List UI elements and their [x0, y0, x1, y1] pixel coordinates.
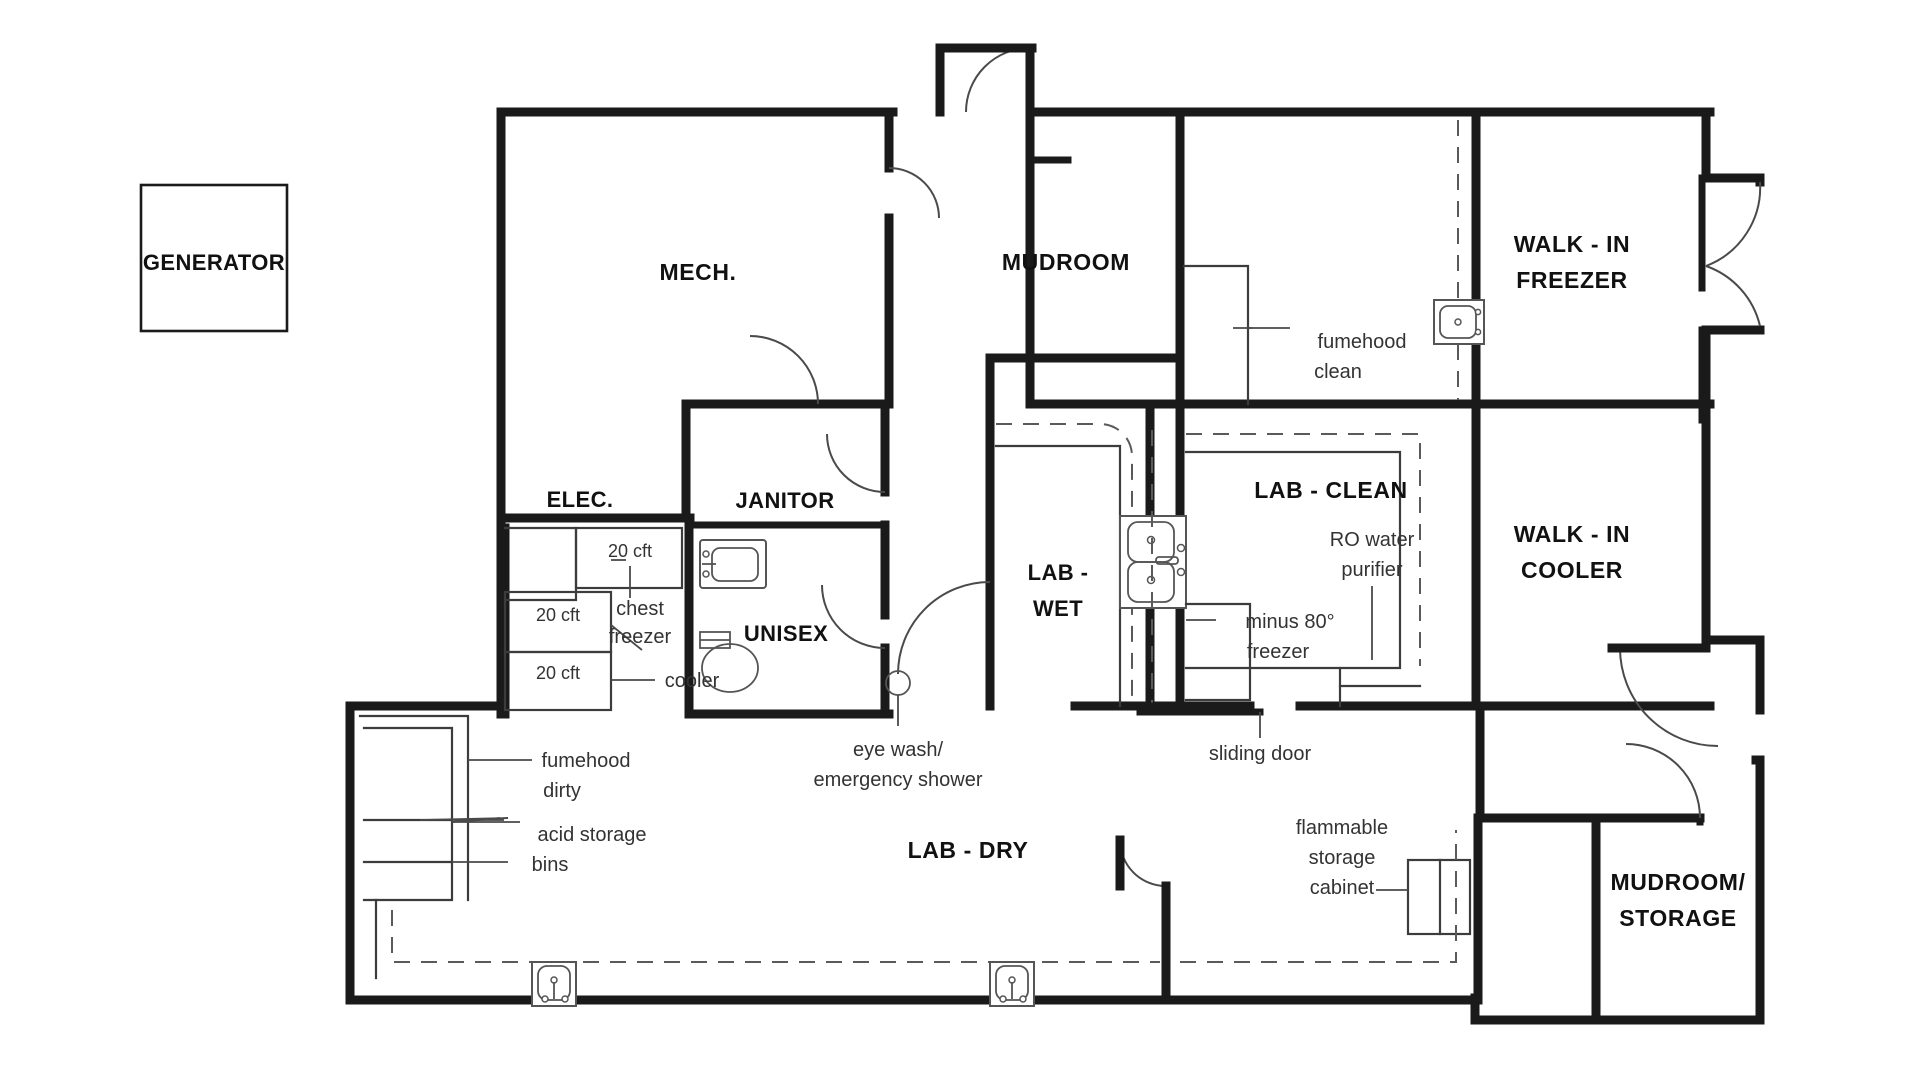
- walk-in-cooler-label-line1: WALK - IN: [1514, 521, 1631, 547]
- labdry-sink-right-knob-1: [999, 995, 1007, 1003]
- room-labels: MECH. MUDROOM WALK - IN FREEZER WALK - I…: [547, 231, 1745, 931]
- minus80-annot-line1: minus 80°: [1245, 611, 1334, 633]
- leader-cooler-1: [610, 624, 643, 651]
- eye-wash-annot-line1: eye wash/: [853, 739, 943, 761]
- fumehood-clean-annot-line1: fumehood: [1318, 331, 1407, 353]
- generator-outline: [139, 183, 289, 333]
- mudroom-label: MUDROOM: [1002, 249, 1130, 275]
- janitor-sink-outline: [699, 539, 767, 589]
- door-swing-corridor: [897, 581, 991, 675]
- cooler-capacity-1: 20 cft: [536, 605, 580, 625]
- labdry-sink-right-basin: [995, 965, 1029, 1001]
- fumehood-dirty-outline: [358, 714, 470, 902]
- labdry-sink-icon-right: [989, 961, 1035, 1007]
- ro-water-annot-line1: RO water: [1330, 529, 1415, 551]
- labclean-upper-cabinets: [1186, 433, 1421, 666]
- labdry-casework-dash-left: [391, 910, 1160, 963]
- janitor-sink-knob-1: [702, 550, 710, 558]
- walk-in-freezer-label-line2: FREEZER: [1516, 267, 1628, 293]
- fumehood-clean-box: [1182, 264, 1250, 406]
- lab-wet-label-line2: WET: [1033, 596, 1083, 621]
- fumehood-clean-annot-line2: clean: [1314, 361, 1362, 383]
- sliding-door-annot: sliding door: [1209, 743, 1312, 765]
- labclean-sink-knob-2: [1474, 328, 1482, 336]
- labdry-sink-left-knob-2: [561, 995, 569, 1003]
- door-swing-mech-janitor: [749, 335, 819, 405]
- labdry-sink-icon-left: [531, 961, 577, 1007]
- flammable-annot-line1: flammable: [1296, 817, 1388, 839]
- room-generator: GENERATOR: [139, 183, 289, 333]
- labdry-sink-left-knob-1: [541, 995, 549, 1003]
- eye-wash-shower-icon: [885, 670, 911, 696]
- unisex-toilet-icon: [699, 631, 759, 693]
- labclean-counter: [1184, 450, 1402, 670]
- labclean-sink-icon: [1433, 299, 1485, 345]
- mudroom-storage-label-line2: STORAGE: [1619, 905, 1737, 931]
- door-swing-cooler: [1619, 647, 1719, 747]
- generator-label: GENERATOR: [143, 250, 285, 275]
- fixtures-millwork: 20 cft 20 cft 20 cft: [358, 120, 1485, 1007]
- eye-wash-annot-line2: emergency shower: [814, 769, 983, 791]
- chest-freezer-box: [574, 526, 684, 590]
- walk-in-freezer-label-line1: WALK - IN: [1514, 231, 1631, 257]
- labwet-knob-1: [1176, 543, 1186, 553]
- door-swing-labdry-center: [1119, 839, 1167, 887]
- labclean-sink-drain: [1454, 318, 1462, 326]
- door-swing-freezer-bottom: [1705, 265, 1761, 327]
- elec-panel-box: [503, 526, 578, 602]
- labclean-sink-basin: [1439, 305, 1477, 339]
- door-swing-unisex: [821, 584, 886, 649]
- minus80-freezer-box: [1184, 602, 1252, 702]
- lab-clean-label: LAB - CLEAN: [1254, 477, 1408, 503]
- fumehood-dirty-annot-line1: fumehood: [542, 750, 631, 772]
- labwet-knob-2: [1176, 567, 1186, 577]
- flammable-annot-line2: storage: [1309, 847, 1376, 869]
- door-swing-freezer-top: [1705, 181, 1762, 267]
- flammable-annot-line3: cabinet: [1310, 877, 1375, 899]
- lab-wet-label-line1: LAB -: [1028, 560, 1089, 585]
- minus80-annot-line2: freezer: [1247, 641, 1310, 663]
- labclean-sink-knob-1: [1474, 308, 1482, 316]
- labdry-sink-left-basin: [537, 965, 571, 1001]
- acid-storage-annot-line1: acid storage: [538, 824, 647, 846]
- fumehood-dirty-inner: [362, 726, 454, 902]
- ro-water-annot-line2: purifier: [1341, 559, 1402, 581]
- walk-in-cooler-label-line2: COOLER: [1521, 557, 1623, 583]
- cooler-annot: cooler: [665, 670, 720, 692]
- chest-freezer-annot-line1: chest: [616, 598, 664, 620]
- unisex-label: UNISEX: [744, 621, 828, 646]
- leader-acid-line-a: [419, 817, 509, 821]
- elec-label: ELEC.: [547, 487, 614, 512]
- door-swing-janitor: [826, 433, 886, 493]
- fumehood-dirty-annot-line2: dirty: [543, 780, 581, 802]
- labdry-sink-right-knob-2: [1019, 995, 1027, 1003]
- lab-dry-label: LAB - DRY: [908, 837, 1029, 863]
- cooler-capacity-2: 20 cft: [536, 663, 580, 683]
- cooler-box-2: [503, 650, 613, 712]
- acid-storage-annot-line2: bins: [532, 854, 569, 876]
- door-swing-mudroom-top: [965, 47, 1031, 113]
- door-swing-storage: [1625, 743, 1701, 819]
- janitor-label: JANITOR: [736, 488, 835, 513]
- leader-lines: [419, 327, 1408, 891]
- door-swings: [749, 43, 1762, 1005]
- janitor-sink-icon: [699, 539, 767, 589]
- door-swing-mech-upper: [888, 167, 940, 219]
- annotation-labels: chest freezer cooler fumehood dirty acid…: [532, 331, 1415, 899]
- labdry-casework-dash-right: [1180, 830, 1457, 963]
- chest-freezer-capacity: 20 cft: [608, 541, 652, 561]
- labwet-faucet: [1155, 556, 1179, 565]
- chest-freezer-annot-line2: freezer: [609, 626, 672, 648]
- unisex-toilet-bowl: [701, 643, 759, 693]
- labwet-counter: [994, 444, 1122, 708]
- mudroom-storage-label-line1: MUDROOM/: [1610, 869, 1745, 895]
- mech-label: MECH.: [659, 259, 736, 285]
- janitor-sink-knob-2: [702, 570, 710, 578]
